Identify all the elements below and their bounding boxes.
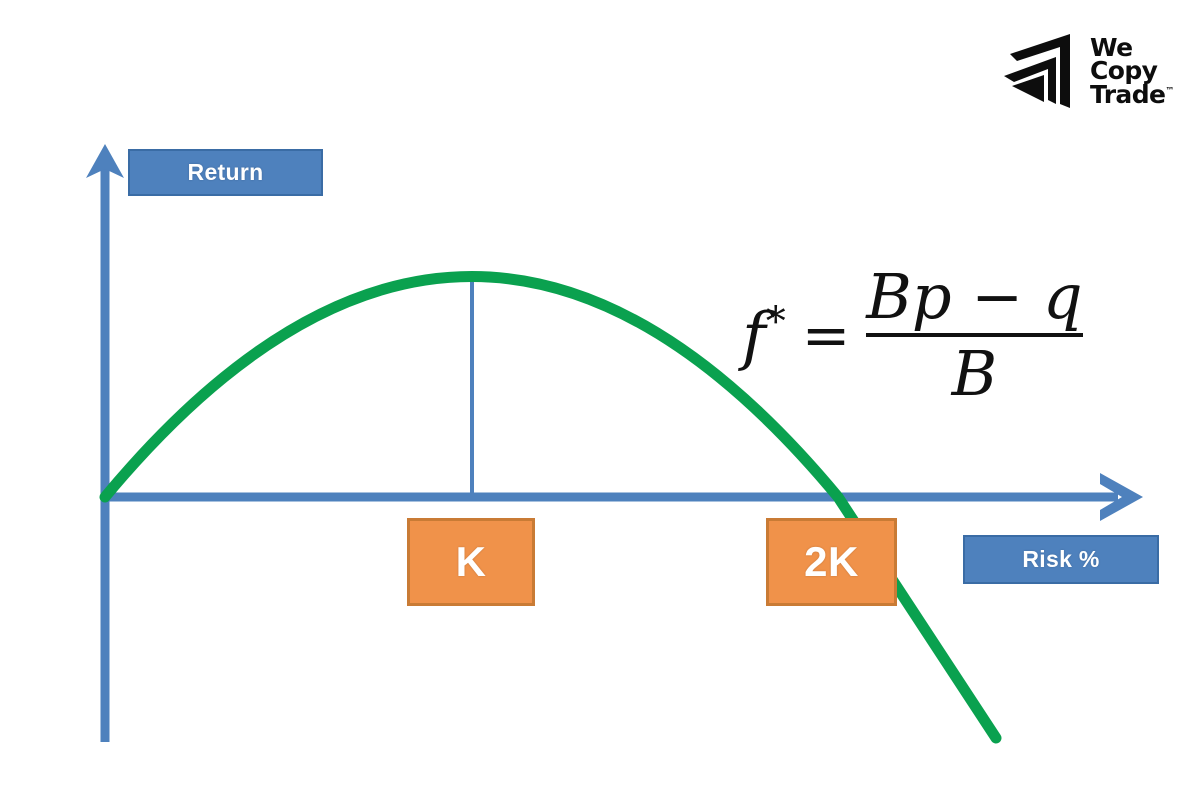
x-axis-label-chip: Risk % bbox=[963, 535, 1159, 584]
formula-fraction-bar bbox=[866, 333, 1083, 338]
brand-word-line-3: Trade™ bbox=[1090, 79, 1175, 109]
marker-k-chip: K bbox=[407, 518, 535, 606]
brand-word-line-2: Copy bbox=[1090, 56, 1158, 86]
y-axis-label-chip: Return bbox=[128, 149, 323, 196]
brand-word-line-1: We bbox=[1090, 33, 1133, 63]
formula-denominator: B bbox=[951, 337, 998, 411]
formula-lhs-symbol: f bbox=[742, 299, 766, 374]
formula-equals: = bbox=[801, 301, 851, 370]
brand-logo: We Copy Trade™ bbox=[1000, 27, 1175, 115]
brand-word-line-3-text: Trade bbox=[1090, 79, 1166, 109]
brand-wordmark: We Copy Trade™ bbox=[1090, 33, 1175, 109]
formula-numerator: Bp − q bbox=[866, 260, 1083, 333]
arrow-chevron-logo-icon bbox=[1004, 34, 1070, 108]
marker-k-text: K bbox=[455, 538, 487, 585]
formula-star: * bbox=[765, 299, 786, 346]
kelly-formula: f* = Bp − q B bbox=[742, 262, 1083, 409]
trademark-symbol: ™ bbox=[1165, 86, 1175, 97]
return-curve bbox=[99, 271, 1002, 744]
formula-lhs: f* bbox=[742, 302, 788, 368]
arrow-right-icon bbox=[1100, 473, 1143, 521]
formula-fraction: Bp − q B bbox=[866, 260, 1083, 411]
marker-2k-text: 2K bbox=[804, 538, 859, 585]
arrow-up-icon bbox=[86, 144, 124, 178]
marker-2k-chip: 2K bbox=[766, 518, 897, 606]
x-axis-label-text: Risk % bbox=[1022, 546, 1100, 572]
y-axis-label-text: Return bbox=[187, 159, 264, 185]
